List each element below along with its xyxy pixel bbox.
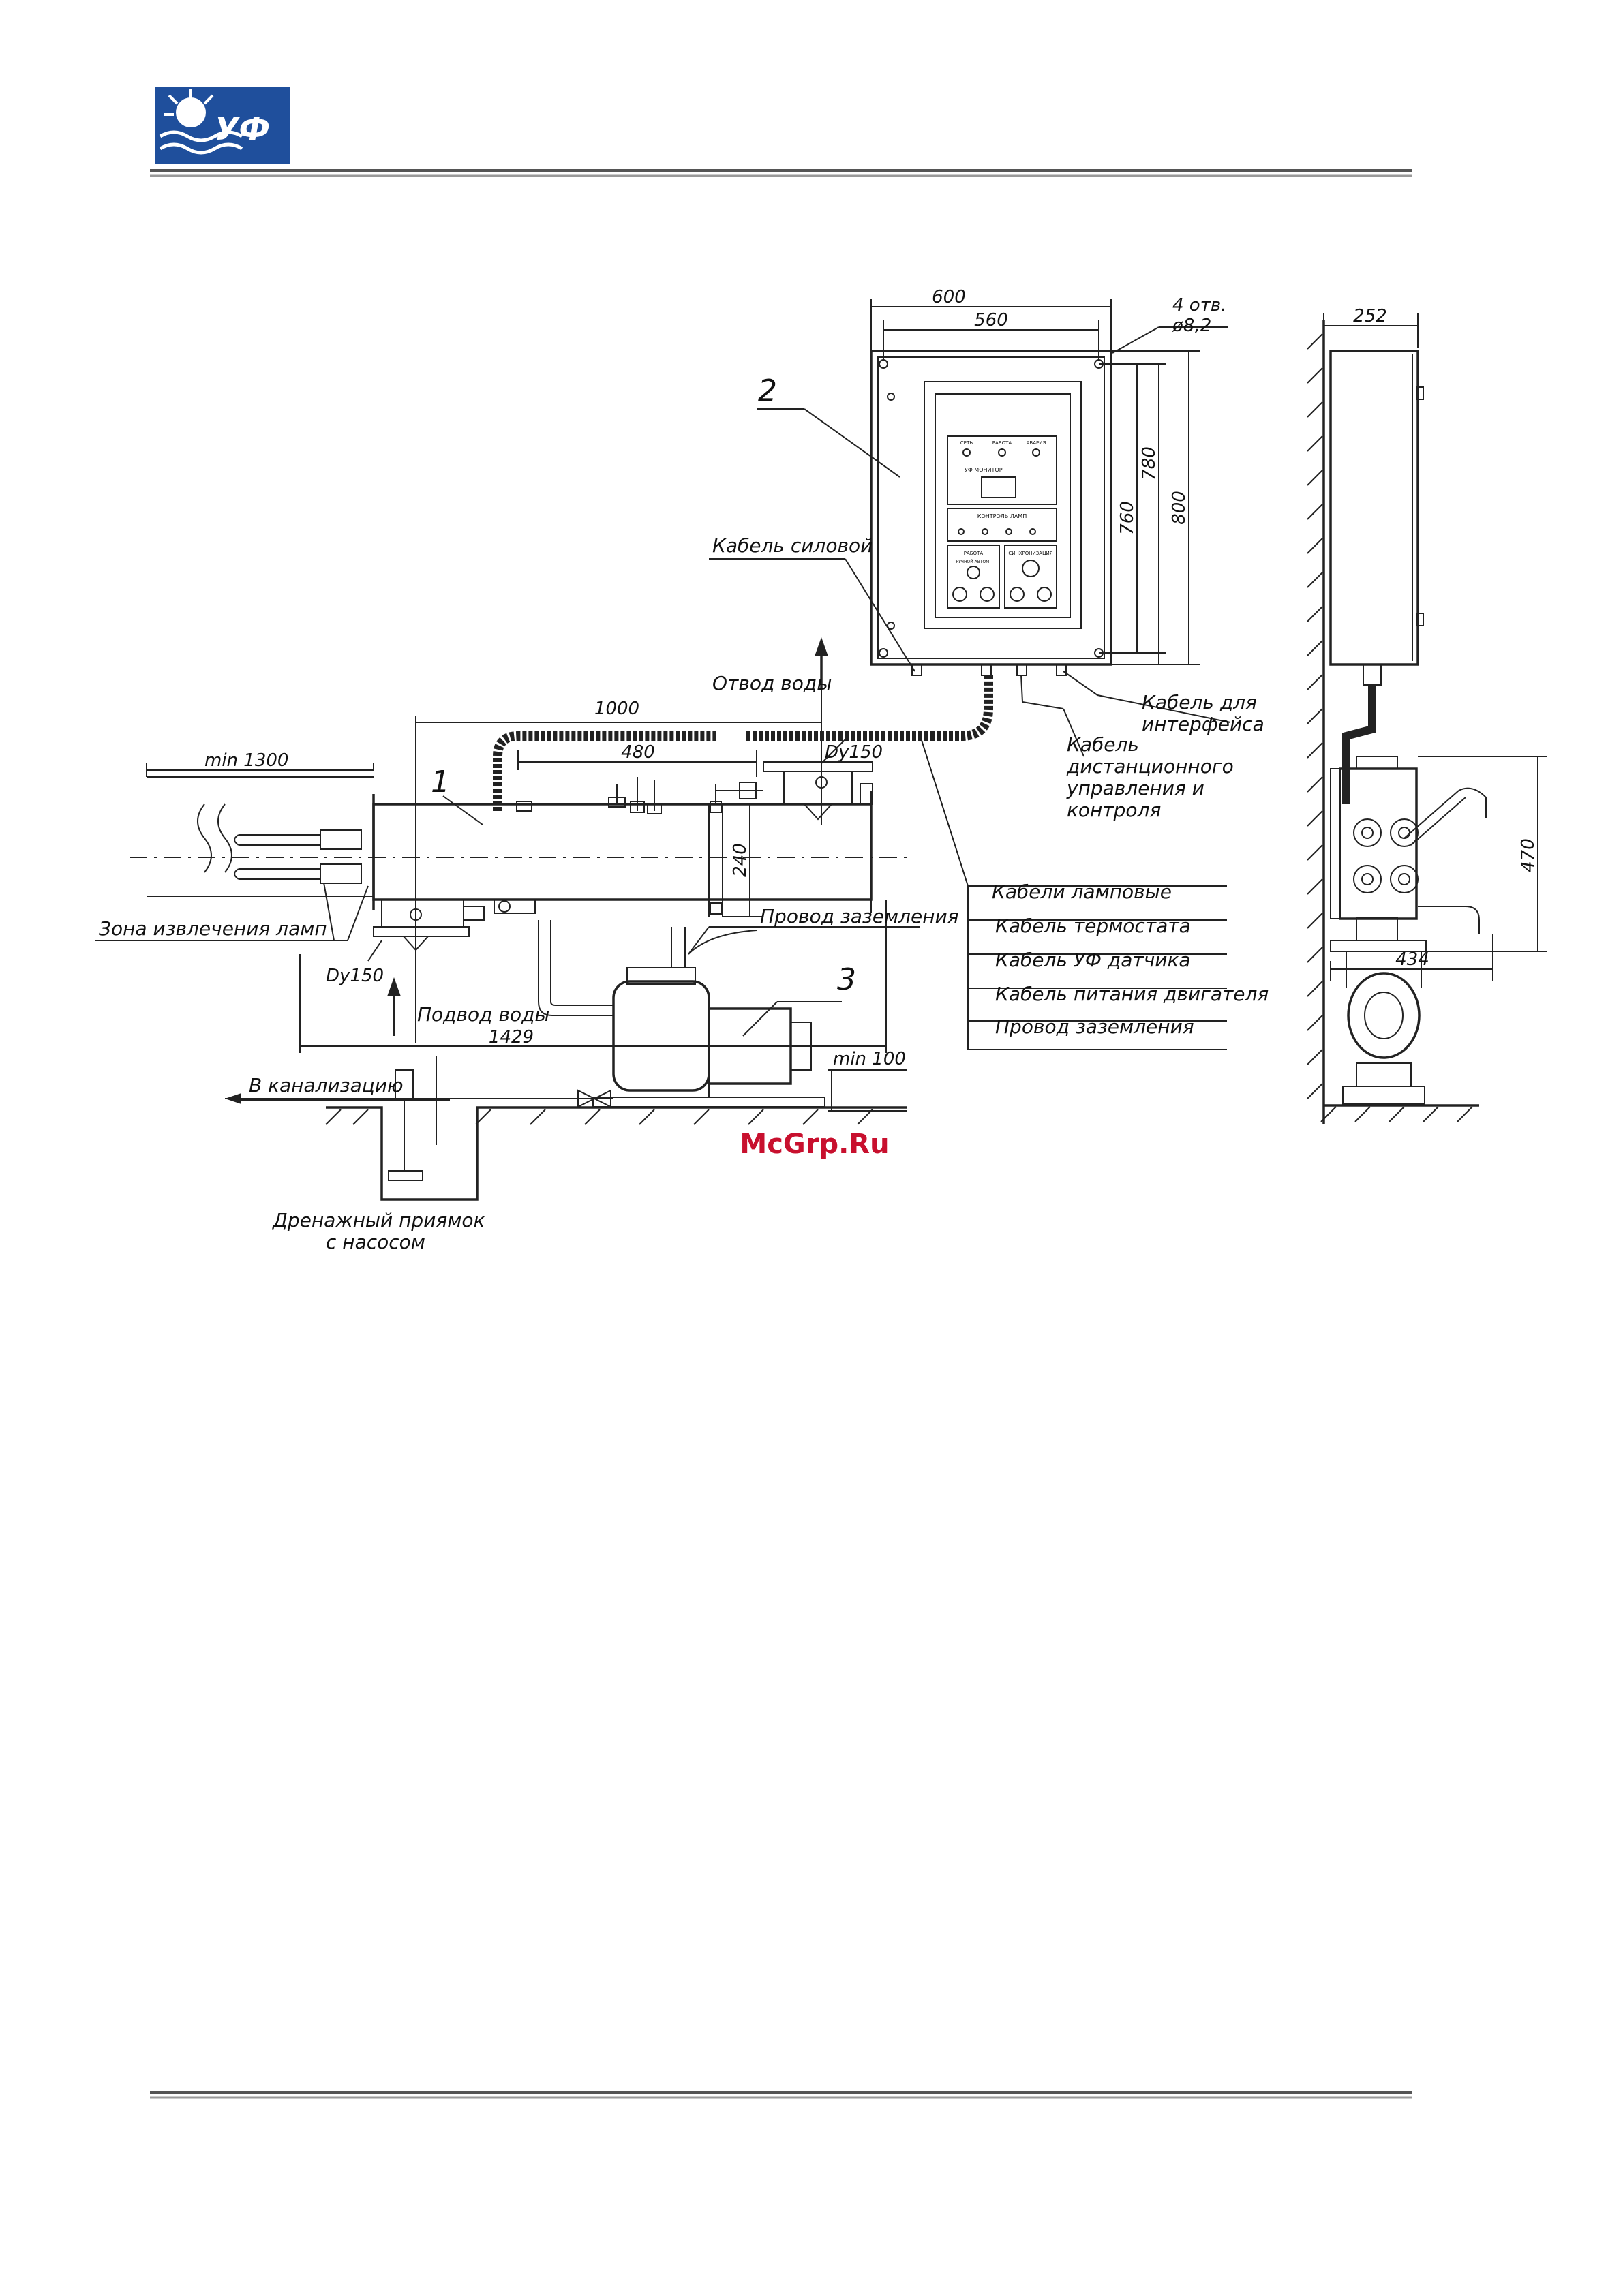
cable-list-item: Кабель термостата: [995, 915, 1191, 937]
side-view: [1307, 313, 1547, 1124]
dy150-inlet: Dy150: [326, 966, 384, 986]
dim-780: 780: [1139, 446, 1159, 480]
water-in-arrow: [387, 977, 401, 996]
cable-list-item: Провод заземления: [995, 1015, 1194, 1038]
label-remote-1: Кабель: [1067, 733, 1139, 756]
label-water-in: Подвод воды: [417, 1003, 550, 1026]
dim-560: 560: [974, 310, 1008, 331]
label-remote-3: управления и: [1066, 777, 1204, 799]
label-lamp-zone: Зона извлечения ламп: [99, 917, 327, 940]
label-water-out: Отвод воды: [712, 672, 832, 694]
label-drain-1: Дренажный приямок: [271, 1209, 485, 1231]
dim-600: 600: [932, 287, 966, 307]
dim-1000: 1000: [594, 699, 639, 719]
floor: [325, 1056, 907, 1201]
dim-min100: min 100: [833, 1049, 906, 1069]
svg-text:УФ: УФ: [215, 110, 270, 147]
drain-arrow: [225, 1093, 241, 1104]
dim-min1300: min 1300: [204, 750, 288, 771]
cable-list: Кабели ламповые Кабель термостата Кабель…: [992, 881, 1269, 1038]
holes-label: 4 отв.: [1172, 295, 1226, 316]
dim-470: 470: [1518, 838, 1538, 872]
flexible-conduit: [493, 675, 993, 811]
water-out-arrow: [815, 637, 828, 656]
uv-reactor: [372, 682, 873, 1043]
dim-800: 800: [1169, 491, 1189, 525]
holes-diameter: ø8,2: [1172, 316, 1211, 336]
svg-text:КОНТРОЛЬ ЛАМП: КОНТРОЛЬ ЛАМП: [977, 513, 1027, 519]
circulation-pump: [538, 920, 825, 1107]
label-to-sewer: В канализацию: [249, 1074, 404, 1097]
reactor-dimensions: [299, 716, 907, 1112]
dim-480: 480: [621, 742, 655, 763]
label-power-cable: Кабель силовой: [712, 534, 873, 557]
svg-text:РАБОТА: РАБОТА: [992, 440, 1012, 446]
dim-1429: 1429: [489, 1027, 534, 1047]
dim-434: 434: [1395, 949, 1429, 970]
watermark: McGrp.Ru: [740, 1129, 889, 1160]
position-3: 3: [837, 962, 856, 997]
label-drain-2: с насосом: [326, 1231, 425, 1253]
dy150-outlet: Dy150: [825, 742, 883, 763]
cable-list-item: Кабель УФ датчика: [995, 949, 1191, 971]
company-logo: УФ: [155, 87, 290, 164]
svg-text:АВАРИЯ: АВАРИЯ: [1027, 440, 1046, 446]
label-interface-1: Кабель для: [1142, 691, 1257, 714]
cable-list-item: Кабель питания двигателя: [995, 983, 1269, 1005]
lamp-extraction-zone: [130, 763, 907, 897]
svg-text:РАБОТА: РАБОТА: [964, 551, 984, 556]
svg-text:РУЧНОЙ АВТОМ.: РУЧНОЙ АВТОМ.: [956, 560, 991, 564]
drain-valve: [577, 1089, 611, 1108]
svg-text:СИНХРОНИЗАЦИЯ: СИНХРОНИЗАЦИЯ: [1008, 551, 1052, 556]
svg-text:СЕТЬ: СЕТЬ: [960, 440, 973, 446]
cable-list-item: Кабели ламповые: [992, 881, 1172, 903]
control-cabinet: СЕТЬ РАБОТА АВАРИЯ УФ МОНИТОР КОНТРОЛЬ Л…: [870, 350, 1112, 676]
dim-240: 240: [730, 843, 750, 877]
cabinet-dimensions: [870, 299, 1228, 665]
label-remote-4: контроля: [1067, 799, 1161, 821]
label-ground-wire: Провод заземления: [760, 905, 959, 928]
dim-760: 760: [1117, 501, 1138, 535]
leader-lines: [95, 558, 1231, 1101]
position-1: 1: [431, 765, 450, 799]
label-interface-2: интерфейса: [1142, 713, 1264, 735]
svg-text:УФ МОНИТОР: УФ МОНИТОР: [965, 467, 1003, 473]
position-2: 2: [758, 373, 777, 408]
dim-252: 252: [1353, 306, 1387, 326]
label-remote-2: дистанционного: [1066, 755, 1234, 778]
